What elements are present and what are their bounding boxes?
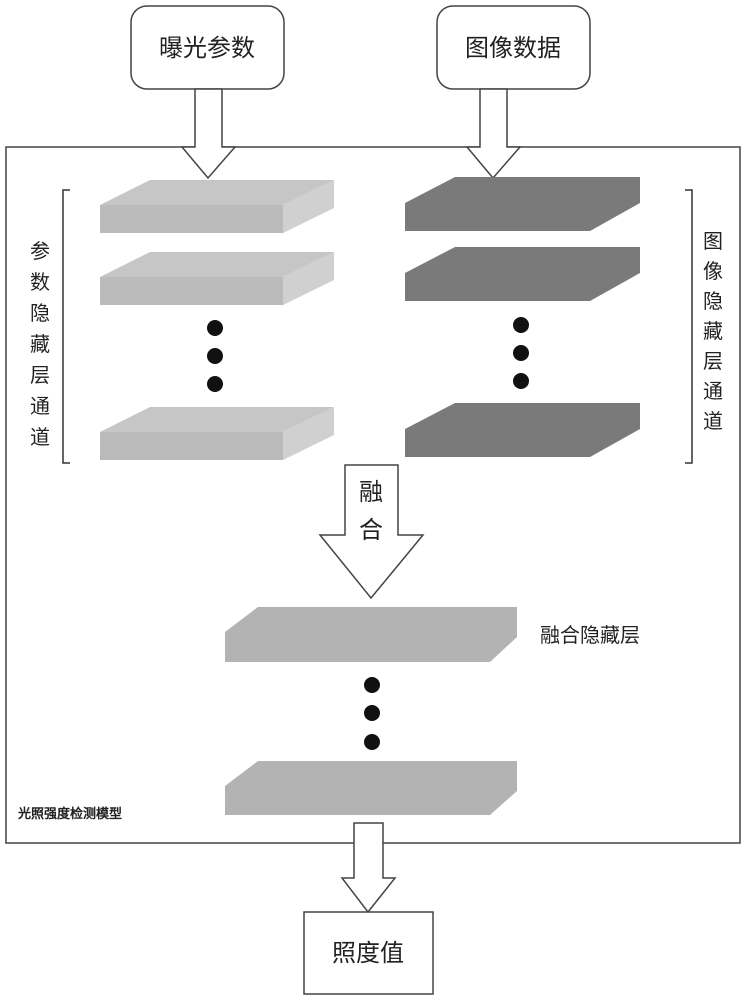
char: 道 bbox=[703, 409, 723, 433]
char: 隐 bbox=[30, 301, 50, 325]
char: 道 bbox=[30, 425, 50, 449]
ellipsis-dots-icon bbox=[207, 320, 223, 392]
param-hidden-layer bbox=[100, 180, 334, 233]
right-bracket bbox=[685, 189, 693, 464]
fusion-arrow-icon bbox=[318, 464, 425, 600]
param-hidden-layer bbox=[100, 252, 334, 305]
char: 通 bbox=[703, 379, 723, 403]
left-bracket bbox=[62, 189, 70, 464]
fusion-arrow-label: 融 bbox=[359, 478, 383, 506]
param-channel-label: 参 数 隐 藏 层 通 道 bbox=[30, 239, 50, 449]
ellipsis-dots-icon bbox=[364, 677, 380, 750]
ellipsis-dots-icon bbox=[513, 317, 529, 389]
char: 图 bbox=[703, 229, 723, 253]
char: 通 bbox=[30, 394, 50, 418]
arrow-down-icon bbox=[340, 822, 397, 914]
image-hidden-layer bbox=[405, 177, 640, 231]
param-hidden-layer bbox=[100, 407, 334, 460]
fusion-arrow-label: 合 bbox=[359, 516, 383, 544]
arrow-down-icon bbox=[465, 88, 522, 180]
char: 藏 bbox=[30, 332, 50, 356]
exposure-params-label: 曝光参数 bbox=[159, 34, 255, 62]
char: 层 bbox=[30, 363, 50, 387]
fusion-layer-label: 融合隐藏层 bbox=[540, 623, 640, 647]
illuminance-output-box: 照度值 bbox=[303, 911, 434, 995]
fusion-hidden-layer bbox=[225, 607, 517, 662]
model-label: 光照强度检测模型 bbox=[17, 806, 122, 822]
image-hidden-layer bbox=[405, 247, 640, 301]
char: 藏 bbox=[703, 319, 723, 343]
char: 层 bbox=[703, 349, 723, 373]
char: 数 bbox=[30, 270, 50, 294]
image-data-box: 图像数据 bbox=[436, 5, 591, 90]
illuminance-output-label: 照度值 bbox=[332, 939, 404, 967]
char: 参 bbox=[30, 239, 50, 263]
image-channel-label: 图 像 隐 藏 层 通 道 bbox=[703, 229, 723, 433]
char: 隐 bbox=[703, 289, 723, 313]
arrow-down-icon bbox=[180, 88, 237, 180]
image-hidden-layer bbox=[405, 403, 640, 457]
char: 像 bbox=[703, 259, 723, 283]
exposure-params-box: 曝光参数 bbox=[130, 5, 285, 90]
image-data-label: 图像数据 bbox=[465, 34, 561, 62]
fusion-hidden-layer bbox=[225, 761, 517, 815]
